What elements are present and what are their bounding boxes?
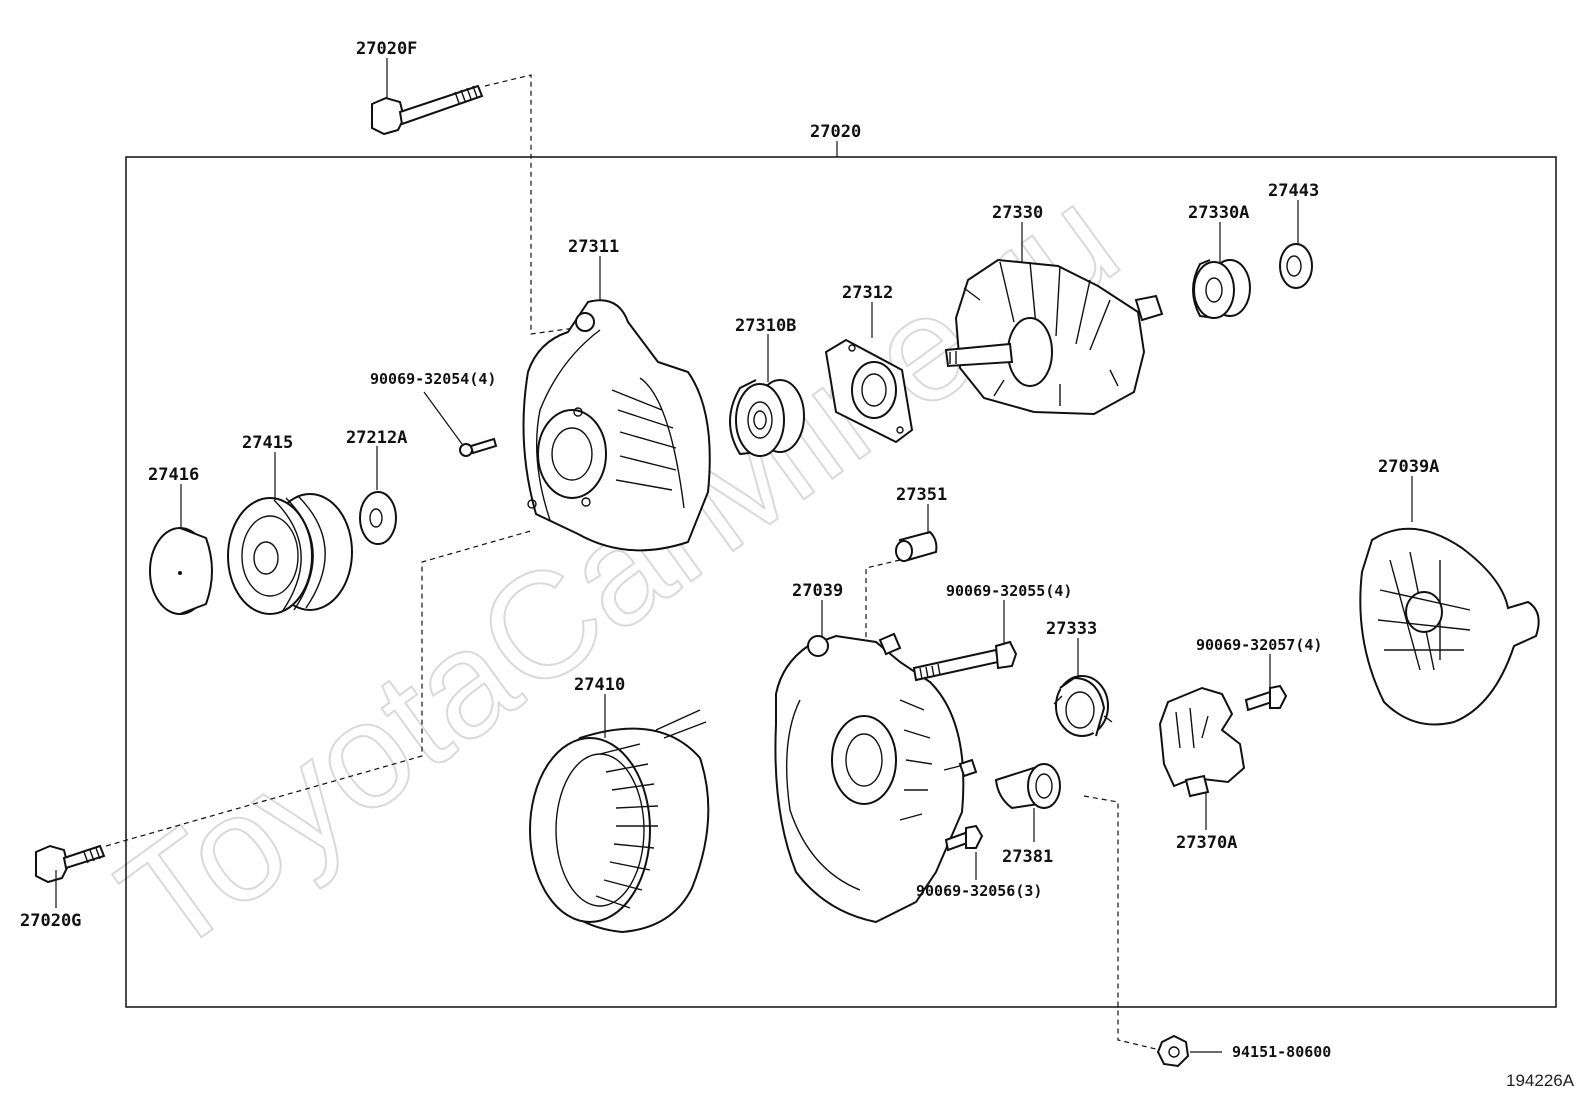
rectifier-end-frame-27039[interactable] [774,632,978,924]
washer-27212a[interactable] [359,491,397,545]
screw-90069-32054[interactable] [459,437,498,457]
cover-27333[interactable] [1053,675,1113,737]
screw-90069-32056[interactable] [944,824,984,852]
label-27415[interactable]: 27415 [242,433,293,453]
retainer-plate-27312[interactable] [824,338,914,444]
label-27333[interactable]: 27333 [1046,619,1097,639]
label-27381[interactable]: 27381 [1002,847,1053,867]
collar-27351[interactable] [895,530,938,562]
label-90069-32054[interactable]: 90069-32054(4) [370,370,496,388]
bolt-90069-32055[interactable] [912,640,1018,682]
washer-27443[interactable] [1279,243,1313,289]
label-27370a[interactable]: 27370A [1176,833,1237,853]
nut-94151-80600[interactable] [1156,1034,1190,1068]
label-27330a[interactable]: 27330A [1188,203,1249,223]
label-27410[interactable]: 27410 [574,675,625,695]
label-90069-32055[interactable]: 90069-32055(4) [946,582,1072,600]
cap-27381[interactable] [994,763,1061,810]
label-27020f[interactable]: 27020F [356,39,417,59]
label-27311[interactable]: 27311 [568,237,619,257]
bearing-27330a[interactable] [1192,259,1251,319]
stator-27410[interactable] [529,709,710,934]
bearing-27310b[interactable] [729,379,805,457]
reference-code: 194226A [1506,1071,1575,1090]
label-27310b[interactable]: 27310B [735,316,796,336]
drive-end-frame-27311[interactable] [522,299,711,552]
screw-90069-32057[interactable] [1244,684,1288,712]
label-27212a[interactable]: 27212A [346,428,407,448]
label-27416[interactable]: 27416 [148,465,199,485]
label-27039[interactable]: 27039 [792,581,843,601]
label-27039a[interactable]: 27039A [1378,457,1439,477]
label-27020[interactable]: 27020 [810,122,861,142]
through-bolt-27020g[interactable] [35,844,106,884]
rotor-27330[interactable] [944,258,1164,416]
through-bolt-27020f[interactable] [371,84,484,136]
cap-27416[interactable] [149,527,213,615]
label-27351[interactable]: 27351 [896,485,947,505]
label-90069-32057[interactable]: 90069-32057(4) [1196,636,1322,654]
label-27330[interactable]: 27330 [992,203,1043,223]
label-27020g[interactable]: 27020G [20,911,81,931]
pulley-27415[interactable] [227,493,353,615]
rear-cover-27039a[interactable] [1359,527,1540,726]
label-27443[interactable]: 27443 [1268,181,1319,201]
assembly-box [125,156,1557,1008]
label-90069-32056[interactable]: 90069-32056(3) [916,882,1042,900]
regulator-27370a[interactable] [1158,686,1246,798]
label-27312[interactable]: 27312 [842,283,893,303]
label-94151-80600[interactable]: 94151-80600 [1232,1043,1331,1061]
